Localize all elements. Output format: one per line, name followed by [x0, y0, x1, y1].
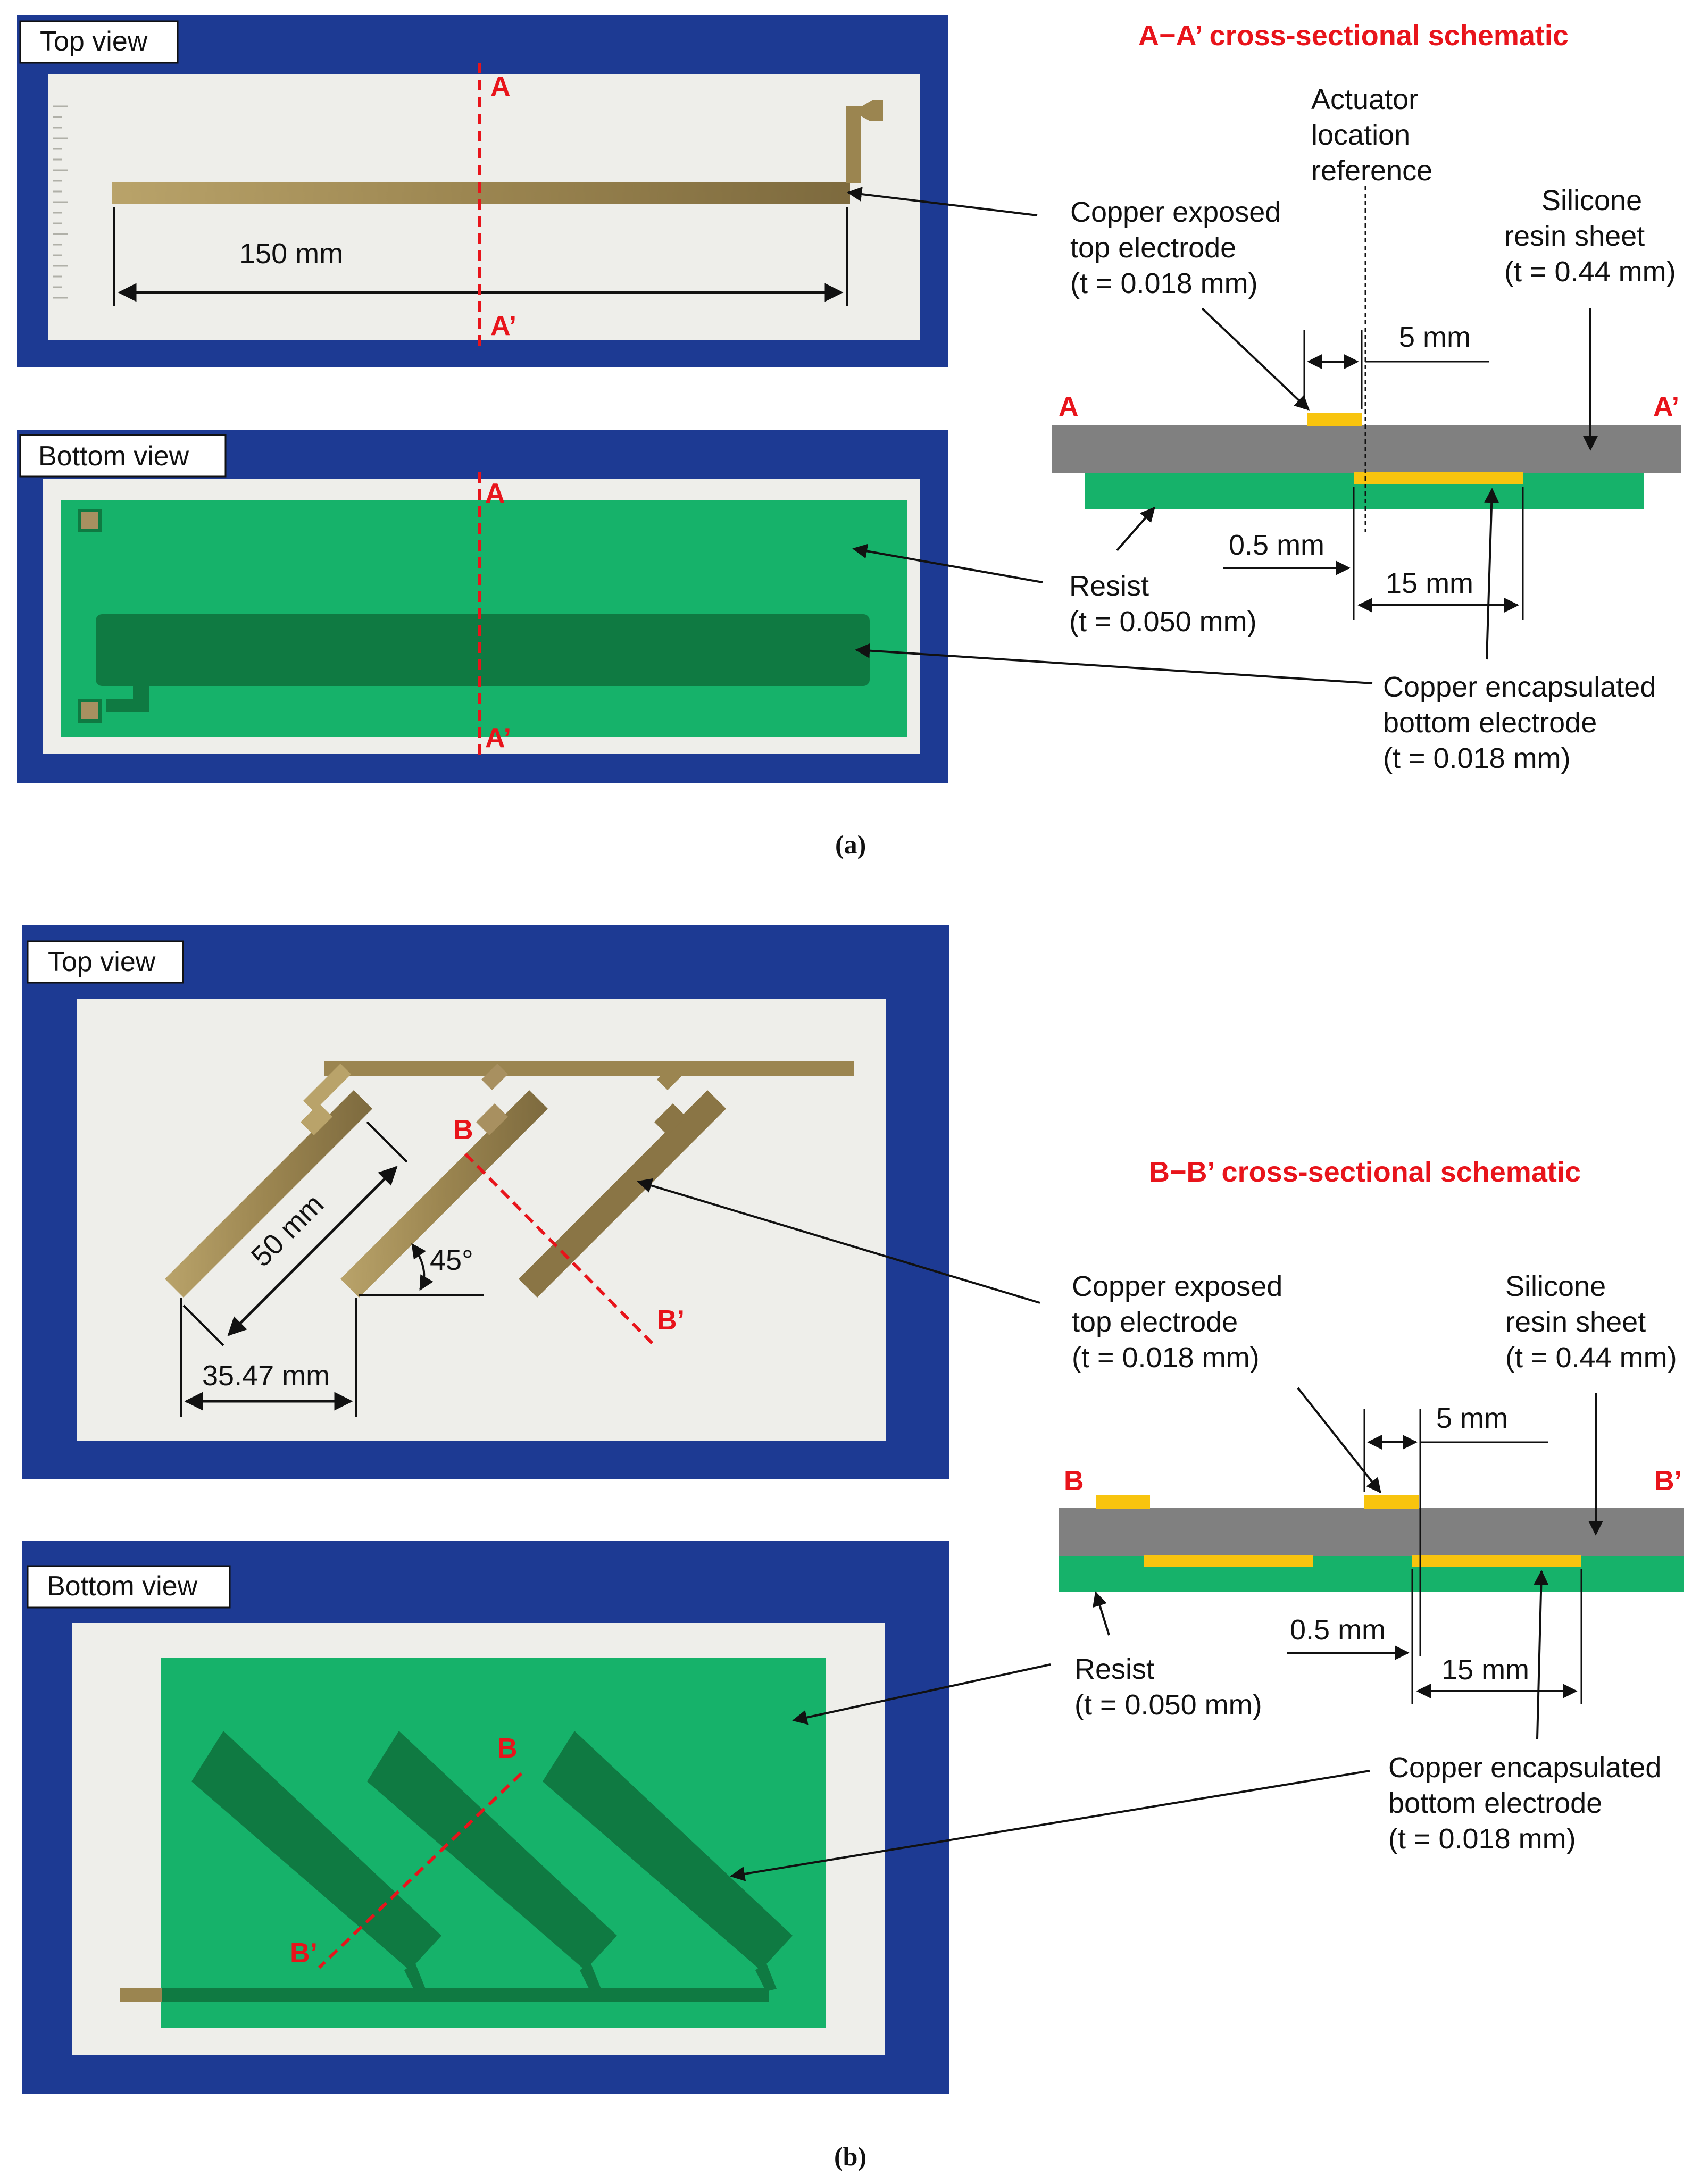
a-top-section-A: A [490, 71, 511, 102]
a-schem-end-A-prime: A’ [1653, 391, 1679, 422]
a-bottom-electrode-1: Copper encapsulated [1383, 671, 1656, 703]
b-bottom-section-B-prime: B’ [290, 1938, 318, 1969]
b-bottom-section-B: B [497, 1733, 518, 1764]
a-top-electrode-1: Copper exposed [1070, 196, 1281, 228]
a-pad-top [78, 509, 102, 532]
a-caption: (a) [835, 830, 866, 859]
b-top-view-label: Top view [48, 947, 156, 977]
b-schem-end-B: B [1064, 1466, 1084, 1496]
b-bottom-view-photo [22, 1541, 949, 2094]
a-dim-15mm: 15 mm [1386, 567, 1473, 599]
a-bottom-section-A-prime: A’ [485, 723, 511, 754]
a-pad-bottom [78, 699, 102, 723]
a-top-view-photo [17, 15, 948, 367]
a-bottom-view-box [19, 434, 227, 478]
a-actuator-ref-2: location [1311, 119, 1410, 151]
a-actuator-ref-1: Actuator [1311, 83, 1418, 115]
b-top-electrode-3: (t = 0.018 mm) [1072, 1342, 1260, 1374]
b-dim-15mm: 15 mm [1441, 1654, 1529, 1686]
b-schem-top-electrode-2 [1364, 1495, 1419, 1509]
a-bottom-section-A: A [485, 478, 505, 509]
b-schem-top-electrode-1 [1096, 1495, 1150, 1509]
a-schem-bottom-electrode [1354, 472, 1523, 484]
b-bottom-electrode-1: Copper encapsulated [1388, 1752, 1661, 1784]
b-top-electrode-2: top electrode [1072, 1306, 1238, 1338]
b-electrode-3 [519, 1090, 726, 1298]
b-schematic-title: B−B’ cross-sectional schematic [1149, 1156, 1581, 1188]
b-top-section-B-prime: B’ [657, 1305, 685, 1336]
b-bottom-electrode-3: (t = 0.018 mm) [1388, 1823, 1576, 1855]
b-dim-5mm: 5 mm [1436, 1402, 1508, 1434]
a-schem-silicone [1052, 425, 1681, 473]
a-silicone-2: resin sheet [1504, 220, 1645, 252]
a-resist-2: (t = 0.050 mm) [1069, 606, 1257, 638]
a-bottom-view-photo [17, 430, 948, 783]
b-schem-silicone [1059, 1508, 1684, 1556]
a-top-view-box [19, 20, 179, 64]
b-resist-1: Resist [1074, 1653, 1154, 1685]
b-schem-bottom-electrode-1 [1144, 1555, 1313, 1567]
b-caption: (b) [834, 2141, 866, 2171]
a-schem-top-electrode [1307, 413, 1362, 426]
b-resist-2: (t = 0.050 mm) [1074, 1689, 1262, 1721]
a-top-electrode-2: top electrode [1070, 232, 1236, 264]
a-dim-5mm: 5 mm [1399, 321, 1471, 353]
a-schematic [847, 186, 1681, 684]
a-bottom-electrode [96, 614, 870, 686]
a-top-lead [846, 100, 883, 183]
a-silicone-1: Silicone [1541, 185, 1642, 216]
a-bottom-electrode-2: bottom electrode [1383, 707, 1597, 739]
b-schem-bottom-electrode-2 [1412, 1555, 1581, 1567]
a-dim-05mm: 0.5 mm [1229, 529, 1324, 561]
ruler-ticks [53, 105, 68, 299]
b-top-section-B: B [453, 1115, 473, 1145]
a-bottom-electrode-3: (t = 0.018 mm) [1383, 742, 1571, 774]
b-dim-05mm: 0.5 mm [1290, 1614, 1386, 1646]
a-resist-1: Resist [1069, 570, 1149, 602]
a-top-view-label: Top view [40, 26, 148, 57]
a-top-electrode-3: (t = 0.018 mm) [1070, 267, 1258, 299]
b-bottom-view-box [27, 1565, 231, 1609]
b-silicone-2: resin sheet [1505, 1306, 1646, 1338]
a-schematic-title: A−A’ cross-sectional schematic [1138, 20, 1569, 52]
a-actuator-ref-3: reference [1311, 155, 1432, 187]
b-bottom-view-label: Bottom view [47, 1571, 198, 1602]
b-top-view-photo [22, 925, 949, 1479]
b-silicone-3: (t = 0.44 mm) [1505, 1342, 1677, 1374]
a-top-section-A-prime: A’ [490, 311, 516, 341]
b-schematic [637, 1178, 1684, 1881]
b-angle: 45° [430, 1244, 473, 1276]
a-length-dim: 150 mm [239, 238, 343, 270]
a-silicone-3: (t = 0.44 mm) [1504, 256, 1676, 288]
b-bottom-electrode-2: bottom electrode [1388, 1787, 1602, 1819]
a-bottom-view-label: Bottom view [38, 441, 189, 472]
b-top-electrode-1: Copper exposed [1072, 1270, 1282, 1302]
b-schem-end-B-prime: B’ [1654, 1466, 1682, 1496]
b-pitch-dim: 35.47 mm [202, 1360, 330, 1392]
b-silicone-1: Silicone [1505, 1270, 1606, 1302]
a-schem-end-A: A [1059, 391, 1079, 422]
b-top-view-box [27, 940, 184, 984]
